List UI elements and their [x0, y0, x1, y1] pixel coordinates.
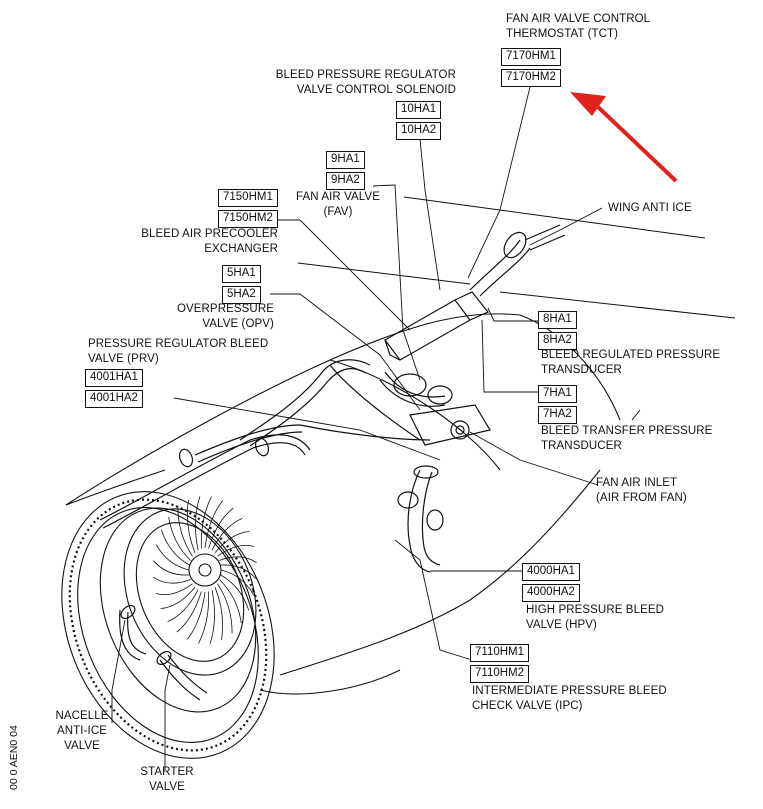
ipc-code-1: 7110HM1: [470, 644, 530, 662]
fan-blade: [167, 589, 199, 622]
brpt-code-1: 8HA1: [538, 311, 577, 329]
hpv-code-1: 4000HA1: [522, 563, 580, 581]
fan-blade: [195, 496, 201, 551]
prv-code-2: 4001HA2: [85, 390, 143, 408]
fan-blades: [153, 496, 257, 644]
fan-blade: [217, 544, 255, 557]
fan-blade: [220, 569, 255, 596]
fan-blade: [220, 574, 250, 611]
bprv-solenoid-code-2: 10HA2: [396, 122, 442, 140]
btpt-code-2: 7HA2: [538, 406, 577, 424]
hpv-code-2: 4000HA2: [522, 584, 580, 602]
fan-blade: [219, 556, 257, 564]
bprv-solenoid-code-1: 10HA1: [396, 101, 442, 119]
wing-anti-ice-label: WING ANTI ICE: [608, 202, 692, 214]
fan-blade: [220, 564, 257, 580]
fan-blade: [153, 560, 190, 576]
ipc-code-2: 7110HM2: [470, 665, 530, 683]
fav-code-2: 9HA2: [326, 172, 365, 190]
fan-blade: [214, 587, 224, 641]
bleed-ducting: [99, 224, 566, 701]
fan-blade: [168, 516, 191, 561]
fan-blade: [186, 499, 196, 553]
fav-code-1: 9HA1: [326, 151, 365, 169]
precooler-code-2: 7150HM2: [218, 210, 278, 228]
fav-label: FAN AIR VALVE(FAV): [296, 191, 380, 218]
fan-blade: [217, 583, 233, 634]
fan-blade: [155, 544, 190, 571]
fan-blade: [176, 591, 202, 633]
fan-blade: [160, 529, 190, 566]
fan-blade: [219, 579, 242, 624]
fan-blade: [214, 531, 250, 554]
fan-blade: [153, 576, 191, 584]
tct-code-2: 7170HM2: [501, 69, 561, 87]
fan-blade: [200, 496, 212, 549]
fan-blade: [160, 586, 196, 609]
tct-code-1: 7170HM1: [501, 48, 561, 66]
fan-blade: [204, 500, 224, 549]
fan-blade: [209, 589, 215, 644]
leader-lines: [111, 86, 641, 770]
btpt-code-1: 7HA1: [538, 385, 577, 403]
opv-code-2: 5HA2: [222, 286, 261, 304]
prv-code-1: 4001HA1: [85, 369, 143, 387]
figure-code: 00 0 AEN0 04: [8, 725, 20, 790]
precooler-code-1: 7150HM1: [218, 189, 278, 207]
fan-blade: [177, 506, 193, 557]
opv-code-1: 5HA1: [222, 265, 261, 283]
indicator-arrow: [570, 92, 678, 183]
fan-blade: [198, 591, 210, 644]
fan-blade: [211, 518, 243, 551]
fan-blade: [208, 507, 234, 549]
fan-blade: [186, 591, 206, 640]
fan-blade: [155, 583, 193, 596]
brpt-code-2: 8HA2: [538, 332, 577, 350]
reference-lines: [297, 196, 736, 319]
fan-air-inlet-label: FAN AIR INLET(AIR FROM FAN): [596, 477, 687, 504]
